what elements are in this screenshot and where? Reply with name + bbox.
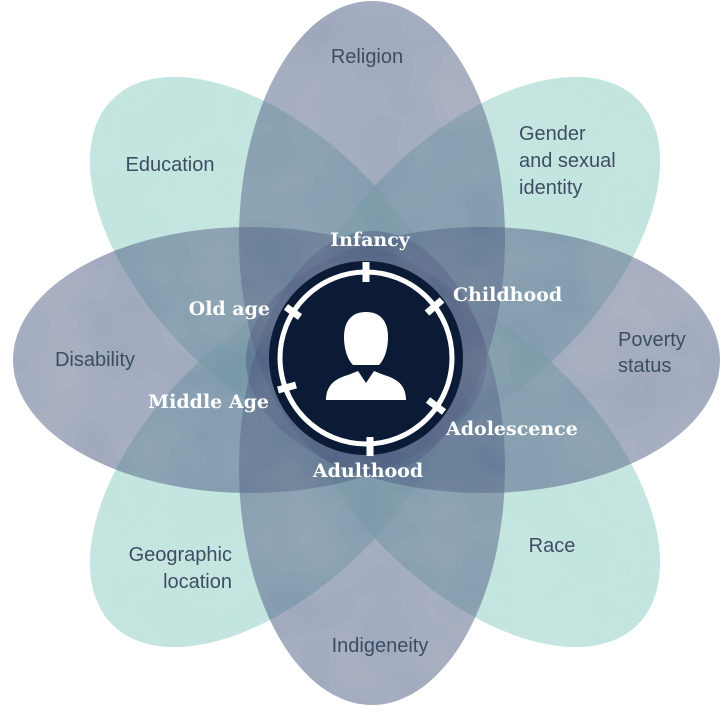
label-gender-line1: Gender <box>519 123 586 145</box>
tick-old-age <box>283 304 303 320</box>
label-geographic-line2: location <box>163 571 232 593</box>
stage-adulthood: Adulthood <box>312 460 423 482</box>
stage-adolescence: Adolescence <box>445 418 578 440</box>
ring-ticks <box>277 262 447 456</box>
stage-childhood: Childhood <box>453 284 562 306</box>
tick-adolescence <box>425 397 447 415</box>
label-poverty-line2: status <box>618 355 671 377</box>
label-race: Race <box>529 535 576 557</box>
label-religion: Religion <box>331 46 403 68</box>
petal-labels: Religion Gender and sexual identity Pove… <box>55 46 686 657</box>
label-indigeneity: Indigeneity <box>332 635 429 657</box>
life-stage-labels: Infancy Childhood Adolescence Adulthood … <box>148 229 578 482</box>
label-gender-line2: and sexual <box>519 150 616 172</box>
tick-childhood <box>424 297 445 316</box>
label-education: Education <box>126 154 215 176</box>
stage-infancy: Infancy <box>330 229 411 251</box>
label-geographic-line1: Geographic <box>129 544 232 566</box>
stage-middle-age: Middle Age <box>148 391 269 413</box>
stage-old-age: Old age <box>189 298 270 320</box>
label-gender-line3: identity <box>519 177 582 199</box>
life-course-ring <box>277 262 455 456</box>
label-poverty-line1: Poverty <box>618 329 686 351</box>
person-silhouette-icon <box>326 312 406 400</box>
tick-middle-age <box>277 381 297 394</box>
label-disability: Disability <box>55 349 135 371</box>
